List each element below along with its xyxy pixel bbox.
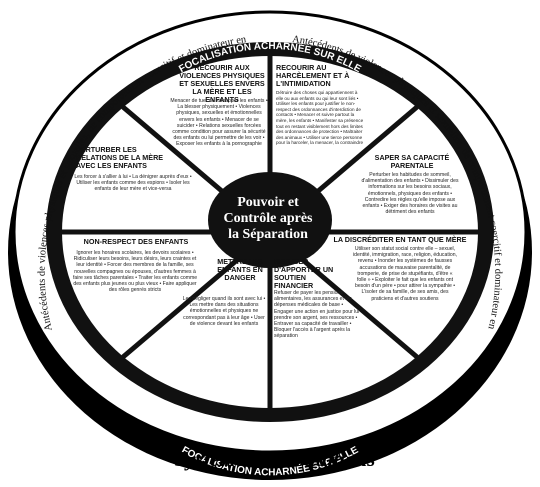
- segment-harcelement-title: RECOURIR AU HARCÈLEMENT ET À L'INTIMIDAT…: [276, 63, 350, 88]
- footer-systems-institutions: Systèmes et institutions: [174, 447, 376, 471]
- segment-danger-body: Les négliger quand ils sont avec lui • L…: [182, 296, 266, 327]
- segment-soutien-title: REFUSER D'APPORTER UN SOUTIEN FINANCIER: [274, 257, 334, 290]
- segment-relations-title: PERTURBER LES RELATIONS DE LA MÈRE AVEC …: [76, 145, 164, 170]
- segment-violences-body: Menacer de tuer ou kidnapper les enfants…: [170, 98, 268, 148]
- center-title-line2: Contrôle après: [223, 211, 313, 226]
- segment-capacite-title: SAPER SA CAPACITÉ PARENTALE: [374, 153, 450, 170]
- segment-soutien-body: Refuser de payer les pensions alimentair…: [274, 290, 360, 340]
- segment-harcelement-body: Détruire des choses qui appartiennent à …: [276, 90, 364, 146]
- segment-danger-title: METTRE LES ENFANTS EN DANGER: [217, 257, 263, 282]
- center-title-line3: la Séparation: [228, 227, 308, 242]
- center-hub: [208, 172, 332, 268]
- segment-nonrespect-title: NON-RESPECT DES ENFANTS: [83, 237, 189, 246]
- segment-violences-title: RECOURIR AUX VIOLENCES PHYSIQUES ET SEXU…: [179, 63, 265, 104]
- segment-discrediter-body: Utiliser son statut social contre elle –…: [353, 246, 457, 302]
- center-title-line1: Pouvoir et: [237, 195, 299, 210]
- segment-capacite-body: Perturber les habitudes de sommeil, d'al…: [361, 172, 459, 216]
- segment-nonrespect-body: Ignorer les horaires scolaires, les devo…: [72, 250, 198, 294]
- center-title: Pouvoir et Contrôle après la Séparation: [212, 195, 324, 243]
- segment-discrediter-title: LA DISCRÉDITER EN TANT QUE MÈRE: [333, 235, 467, 244]
- segment-relations-body: Les forcer à s'allier à lui • La dénigre…: [74, 174, 192, 193]
